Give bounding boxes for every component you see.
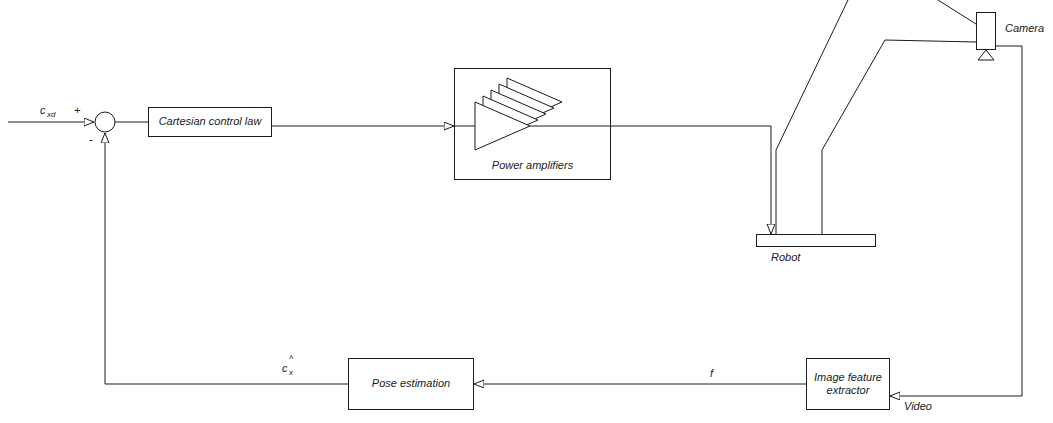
node-label: Cartesian control law [159,115,262,128]
amplifier-triangle [475,102,530,150]
amp-output-wire [530,126,611,127]
camera-lens [978,50,994,60]
summing-junction [95,112,115,132]
edge-label: f [710,367,713,379]
camera-body: Camera [976,12,996,50]
amp-input-wire [454,126,475,127]
amplifier-symbols [475,78,562,150]
robot-arm-outer [776,0,976,234]
process-box: Image feature extractor [806,358,890,410]
sign-label: + [74,104,80,116]
signal-hat: ^ [289,355,293,365]
edge-label: Video [904,400,932,412]
node-label: Power amplifiers [455,159,610,171]
node-label: Image feature extractor [813,371,883,397]
junction-wire [115,122,148,123]
signal-connector [611,126,771,234]
sign-label: - [89,133,93,145]
process-box: Cartesian control law [148,107,272,137]
signal-subscript: x [289,369,293,378]
input-wire [8,122,94,123]
robot-arm-inner [822,40,976,234]
node-label: Pose estimation [372,377,450,390]
node-label: Robot [771,251,800,263]
signal-name: c [40,104,46,116]
signal-connector [272,126,454,127]
signal-connector [474,384,806,385]
robot-base: Robot [756,234,876,247]
amplifier-box: Power amplifiers [454,68,611,180]
signal-name: c [282,362,288,374]
node-label: Camera [1005,22,1044,34]
signal-connector [890,46,1022,396]
signal-subscript: xd [47,111,55,120]
feedback-wire [105,133,348,384]
process-box: Pose estimation [348,358,474,410]
